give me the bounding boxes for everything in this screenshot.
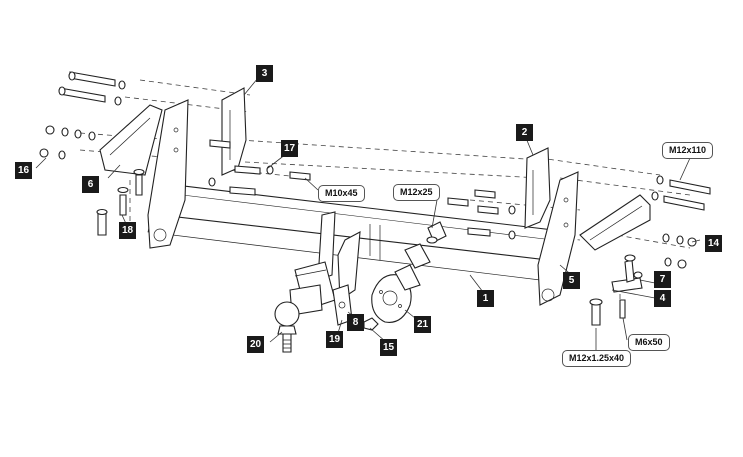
callout-2: 2: [516, 124, 533, 141]
left-bracket: [99, 104, 163, 176]
upper-left-plate: [221, 87, 247, 176]
towbar-neck-assembly: [289, 211, 361, 316]
nut-15: [363, 317, 379, 331]
bolts-part-18: [96, 168, 145, 236]
bolts-left-side: [39, 125, 96, 160]
callout-3: 3: [256, 65, 273, 82]
left-mounting-plate: [147, 99, 189, 249]
tow-ball: [274, 301, 300, 353]
callout-14: 14: [705, 235, 722, 252]
upper-right-plate: [524, 147, 551, 229]
spec-label-m12x110: M12x110: [662, 142, 714, 159]
right-mounting-plate: [537, 171, 579, 306]
callout-7: 7: [654, 271, 671, 288]
bolts-center-right: [447, 189, 516, 240]
callout-17: 17: [281, 140, 298, 157]
bolts-right-side: [662, 233, 697, 269]
callout-16: 16: [15, 162, 32, 179]
callout-20: 20: [247, 336, 264, 353]
bracket-hardware-4-7: [589, 254, 643, 326]
callout-21: 21: [414, 316, 431, 333]
callout-19: 19: [326, 331, 343, 348]
socket-plate: [371, 243, 431, 323]
right-bracket: [579, 194, 651, 251]
spec-label-m12x1-25x40: M12x1.25x40: [562, 350, 632, 367]
bolts-center-left: [208, 139, 311, 196]
callout-15: 15: [380, 339, 397, 356]
spec-label-m6x50: M6x50: [628, 334, 670, 351]
long-bolts-right: [651, 175, 711, 211]
callout-5: 5: [563, 272, 580, 289]
callout-1: 1: [477, 290, 494, 307]
callout-8: 8: [347, 314, 364, 331]
callout-18: 18: [119, 222, 136, 239]
spec-label-m12x25: M12x25: [393, 184, 440, 201]
callout-6: 6: [82, 176, 99, 193]
long-bolts-left: [58, 71, 126, 106]
spec-label-m10x45: M10x45: [318, 185, 365, 202]
callout-4: 4: [654, 290, 671, 307]
